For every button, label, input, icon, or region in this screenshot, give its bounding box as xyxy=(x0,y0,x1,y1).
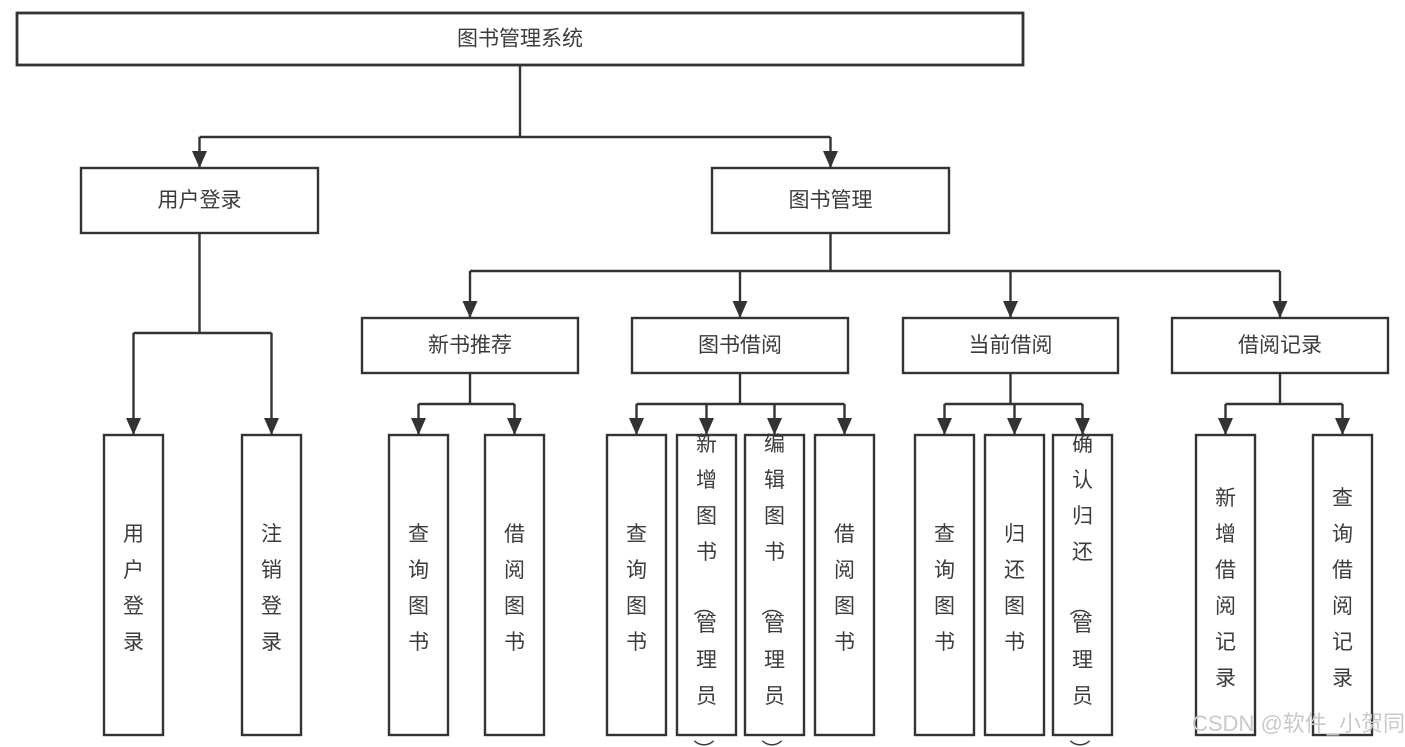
node-layer: 图书管理系统用户登录图书管理新书推荐图书借阅当前借阅借阅记录用户登录注销登录查询… xyxy=(15,11,1390,747)
node-label: 新书推荐 xyxy=(428,334,512,357)
node-label: 查询借阅记录 xyxy=(1332,487,1353,690)
arrow-head-icon xyxy=(823,151,838,168)
node-label: 查询图书 xyxy=(626,523,647,654)
arrow-head-icon xyxy=(629,418,644,435)
arrow-head-icon xyxy=(937,418,952,435)
arrow-head-icon xyxy=(1218,418,1233,435)
connector-layer xyxy=(126,65,1350,435)
node-label: 查询图书 xyxy=(934,523,955,654)
node-leaf-add-borrow-record[interactable]: 新增借阅记录 xyxy=(1194,433,1257,737)
node-new-book-recommend[interactable]: 新书推荐 xyxy=(360,316,580,375)
node-box[interactable] xyxy=(240,433,303,737)
connector-borrow-record-to-leaves xyxy=(1218,373,1350,435)
arrow-head-icon xyxy=(192,151,207,168)
node-box[interactable] xyxy=(483,433,546,737)
node-leaf-user-logout[interactable]: 注销登录 xyxy=(240,433,303,737)
node-box[interactable] xyxy=(913,433,976,737)
node-leaf-borrow-book-1[interactable]: 借阅图书 xyxy=(483,433,546,737)
node-borrow-record[interactable]: 借阅记录 xyxy=(1170,316,1390,375)
node-leaf-user-login[interactable]: 用户登录 xyxy=(102,433,165,737)
node-box[interactable] xyxy=(102,433,165,737)
connector-current-borrow-to-leaves xyxy=(937,373,1090,435)
node-label: 当前借阅 xyxy=(969,334,1053,357)
node-box[interactable] xyxy=(983,433,1046,737)
arrow-head-icon xyxy=(462,301,478,318)
node-leaf-add-book[interactable]: 新增图书（管理员） xyxy=(675,433,738,747)
node-box[interactable] xyxy=(710,166,951,235)
node-box[interactable] xyxy=(630,316,850,375)
arrow-head-icon xyxy=(1007,418,1022,435)
arrow-head-icon xyxy=(1075,418,1090,435)
arrow-head-icon xyxy=(126,418,141,435)
node-leaf-query-borrow-record[interactable]: 查询借阅记录 xyxy=(1311,433,1374,737)
node-label: 查询图书 xyxy=(408,523,429,654)
node-label: 借阅图书 xyxy=(834,523,855,654)
node-book-borrow[interactable]: 图书借阅 xyxy=(630,316,850,375)
node-label: 图书管理 xyxy=(789,189,873,212)
arrow-head-icon xyxy=(1272,301,1288,318)
node-leaf-query-book-1[interactable]: 查询图书 xyxy=(387,433,450,737)
node-leaf-confirm-return[interactable]: 确认归还（管理员） xyxy=(1051,433,1114,747)
arrow-head-icon xyxy=(1335,418,1350,435)
connector-book-borrow-to-leaves xyxy=(629,373,852,435)
node-box[interactable] xyxy=(79,166,320,235)
node-label: 确认归还（管理员） xyxy=(1067,433,1093,747)
node-leaf-query-book-3[interactable]: 查询图书 xyxy=(913,433,976,737)
node-current-borrow[interactable]: 当前借阅 xyxy=(901,316,1120,375)
node-leaf-borrow-book-2[interactable]: 借阅图书 xyxy=(813,433,876,737)
node-box[interactable] xyxy=(1311,433,1374,737)
node-box[interactable] xyxy=(387,433,450,737)
node-box[interactable] xyxy=(813,433,876,737)
node-box[interactable] xyxy=(901,316,1120,375)
node-label: 注销登录 xyxy=(261,523,282,654)
node-box[interactable] xyxy=(675,433,738,737)
node-label: 图书管理系统 xyxy=(457,28,583,51)
node-label: 新增图书（管理员） xyxy=(691,433,717,747)
arrow-head-icon xyxy=(767,418,782,435)
node-box[interactable] xyxy=(605,433,668,737)
arrow-head-icon xyxy=(507,418,522,435)
node-root[interactable]: 图书管理系统 xyxy=(15,11,1025,67)
csdn-watermark: CSDN @软件_小贺同学 xyxy=(1192,711,1405,736)
connector-book-manage-to-level3 xyxy=(462,233,1288,318)
node-box[interactable] xyxy=(1051,433,1114,737)
node-label: 图书借阅 xyxy=(698,334,782,357)
arrow-head-icon xyxy=(732,301,748,318)
node-label: 用户登录 xyxy=(158,189,242,212)
connector-new-book-recommend-to-leaves xyxy=(411,373,522,435)
arrow-head-icon xyxy=(699,418,714,435)
node-book-manage[interactable]: 图书管理 xyxy=(710,166,951,235)
node-box[interactable] xyxy=(15,11,1025,67)
arrow-head-icon xyxy=(411,418,426,435)
arrow-head-icon xyxy=(1003,301,1018,318)
node-label: 新增借阅记录 xyxy=(1215,487,1236,690)
node-leaf-return-book[interactable]: 归还图书 xyxy=(983,433,1046,737)
node-label: 编辑图书（管理员） xyxy=(759,433,785,747)
node-box[interactable] xyxy=(1170,316,1390,375)
arrow-head-icon xyxy=(264,418,279,435)
node-label: 借阅记录 xyxy=(1238,334,1322,357)
node-leaf-edit-book[interactable]: 编辑图书（管理员） xyxy=(743,433,806,747)
arrow-head-icon xyxy=(837,418,852,435)
node-box[interactable] xyxy=(743,433,806,737)
node-box[interactable] xyxy=(1194,433,1257,737)
node-label: 借阅图书 xyxy=(504,523,525,654)
connector-root-to-level2 xyxy=(192,65,838,168)
node-leaf-query-book-2[interactable]: 查询图书 xyxy=(605,433,668,737)
node-user-login[interactable]: 用户登录 xyxy=(79,166,320,235)
node-box[interactable] xyxy=(360,316,580,375)
connector-user-login-to-leaves xyxy=(126,233,279,435)
node-label: 用户登录 xyxy=(123,523,144,654)
node-label: 归还图书 xyxy=(1004,523,1025,654)
